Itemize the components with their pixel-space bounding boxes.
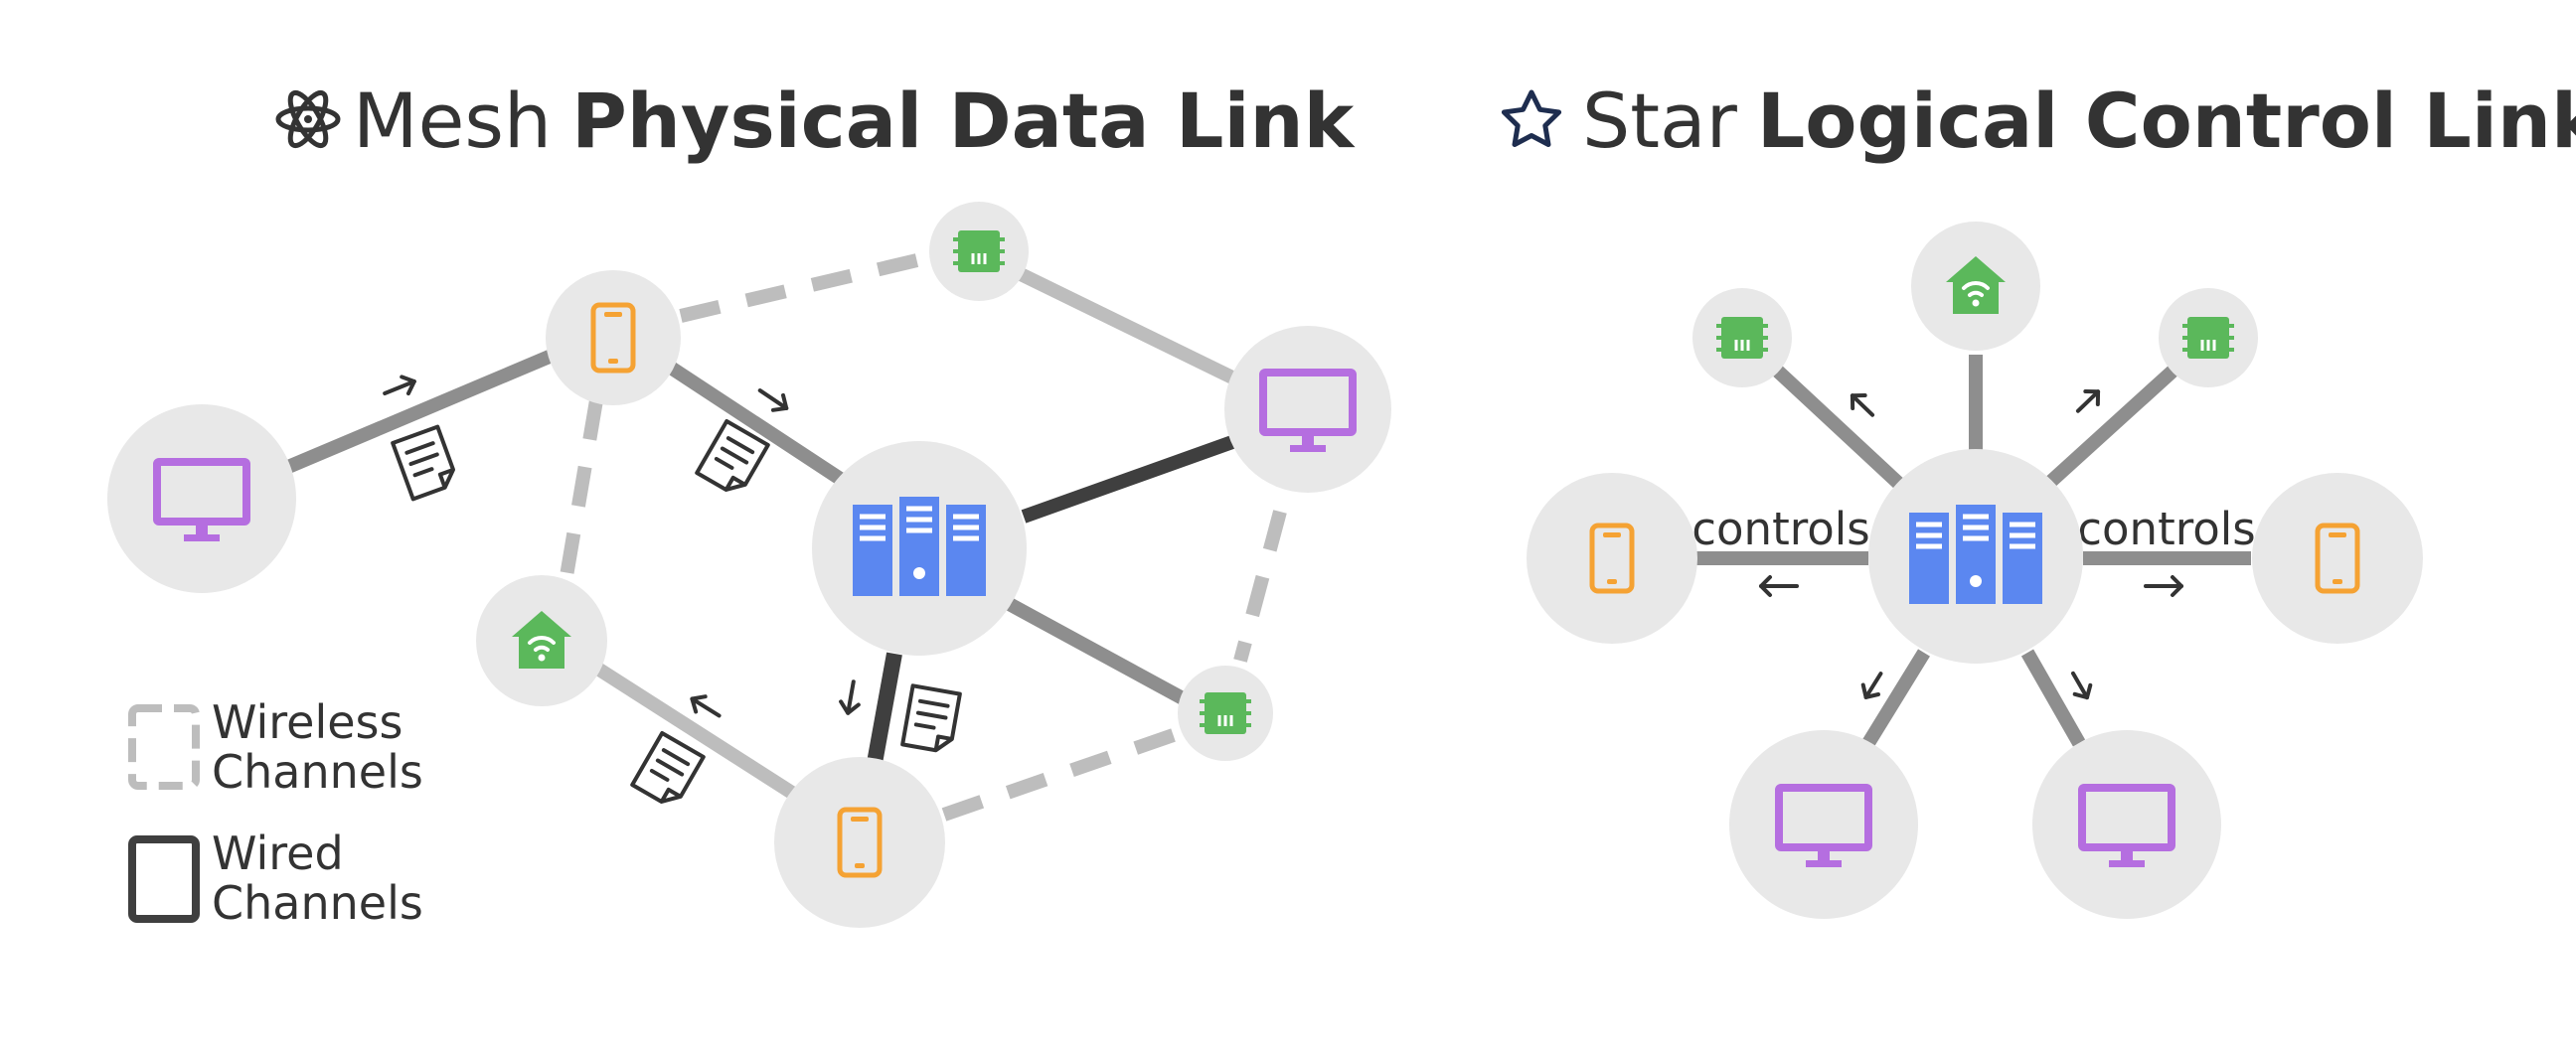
atom-icon bbox=[275, 89, 341, 149]
document-icon bbox=[695, 419, 770, 492]
chip-icon bbox=[2182, 317, 2234, 359]
star-title-light: Star bbox=[1582, 76, 1738, 165]
document-icon bbox=[630, 731, 706, 804]
arrow-icon bbox=[839, 679, 861, 715]
wired-link bbox=[1021, 435, 1235, 524]
star-arrows bbox=[1759, 389, 2183, 700]
chip-icon bbox=[1716, 317, 1768, 359]
star-title-bold: Logical Control Link bbox=[1757, 76, 2576, 165]
star-node-chip-top-right bbox=[2159, 288, 2258, 387]
legend-wireless: Wireless Channels bbox=[128, 695, 423, 799]
wireless-link bbox=[941, 723, 1191, 822]
legend-wireless-swatch bbox=[128, 704, 200, 790]
legend-wireless-line1: Wireless bbox=[212, 695, 402, 749]
arrow-icon bbox=[1860, 672, 1883, 699]
star-node-monitor-bottom-right bbox=[2032, 730, 2221, 919]
arrow-icon bbox=[690, 694, 722, 718]
mesh-arrows bbox=[383, 375, 861, 718]
mesh-title-bold: Physical Data Link bbox=[571, 76, 1356, 165]
mesh-title-light: Mesh bbox=[353, 76, 552, 165]
phone-icon bbox=[837, 807, 883, 878]
arrow-icon bbox=[2144, 575, 2183, 597]
wireless-link bbox=[560, 398, 603, 578]
star-label-controls-right: controls bbox=[2077, 503, 2255, 555]
legend-wireless-line2: Channels bbox=[212, 745, 423, 799]
star-nodes bbox=[1527, 222, 2423, 919]
document-icon bbox=[900, 683, 962, 753]
server-icon bbox=[1909, 505, 2042, 604]
monitor-icon bbox=[153, 458, 250, 541]
wired-link bbox=[667, 362, 849, 488]
star-links bbox=[1688, 355, 2251, 747]
mesh-node-monitor-left bbox=[107, 404, 296, 593]
monitor-icon bbox=[1775, 784, 1872, 867]
arrow-icon bbox=[2071, 671, 2093, 700]
control-link bbox=[2020, 649, 2086, 747]
wired-link bbox=[285, 349, 555, 474]
phone-icon bbox=[1589, 523, 1635, 594]
star-node-server-hub bbox=[1868, 449, 2083, 664]
control-link bbox=[2042, 362, 2181, 491]
arrow-icon bbox=[1759, 575, 1799, 597]
control-link bbox=[1862, 649, 1930, 747]
wireless-link bbox=[679, 249, 936, 323]
mesh-node-chip-top bbox=[929, 202, 1029, 301]
mesh-node-monitor-right bbox=[1224, 326, 1391, 493]
star-node-chip-top-left bbox=[1692, 288, 1792, 387]
arrow-icon bbox=[1850, 393, 1875, 417]
phone-icon bbox=[590, 302, 636, 374]
chip-icon bbox=[1200, 692, 1251, 734]
star-outline-icon bbox=[1501, 89, 1562, 147]
phone-icon bbox=[2315, 523, 2360, 594]
mesh-node-phone-top bbox=[546, 270, 681, 405]
star-node-home-top bbox=[1911, 222, 2040, 351]
arrow-icon bbox=[757, 388, 789, 412]
star-node-phone-left bbox=[1527, 473, 1697, 644]
legend-wired: Wired Channels bbox=[128, 827, 423, 930]
legend-wired-line1: Wired bbox=[212, 827, 344, 880]
mesh-links bbox=[285, 249, 1287, 822]
wired-link bbox=[1000, 594, 1187, 705]
legend-wired-swatch bbox=[128, 835, 200, 923]
star-node-phone-right bbox=[2252, 473, 2423, 644]
mesh-node-home-left bbox=[476, 575, 607, 706]
mesh-node-chip-bottom bbox=[1178, 666, 1273, 761]
wired-link bbox=[1015, 266, 1236, 384]
mesh-node-server-center bbox=[812, 441, 1027, 656]
home-wifi-icon bbox=[1946, 256, 2006, 314]
chip-icon bbox=[953, 230, 1005, 272]
document-icon bbox=[391, 424, 456, 502]
arrow-icon bbox=[383, 375, 416, 396]
mesh-documents bbox=[391, 419, 962, 804]
legend-wired-line2: Channels bbox=[212, 876, 423, 930]
legend: Wireless Channels Wired Channels bbox=[128, 695, 423, 930]
monitor-icon bbox=[2078, 784, 2175, 867]
monitor-icon bbox=[1259, 369, 1357, 452]
wired-link bbox=[592, 662, 799, 801]
mesh-nodes bbox=[107, 202, 1391, 928]
home-wifi-icon bbox=[512, 611, 571, 669]
wireless-link bbox=[1233, 510, 1287, 663]
control-link bbox=[1769, 362, 1905, 491]
star-node-monitor-bottom-left bbox=[1729, 730, 1918, 919]
wired-link bbox=[867, 652, 902, 765]
star-label-controls-left: controls bbox=[1691, 503, 1869, 555]
arrow-icon bbox=[2075, 389, 2101, 413]
mesh-node-phone-bottom bbox=[774, 757, 945, 928]
server-icon bbox=[853, 497, 986, 596]
